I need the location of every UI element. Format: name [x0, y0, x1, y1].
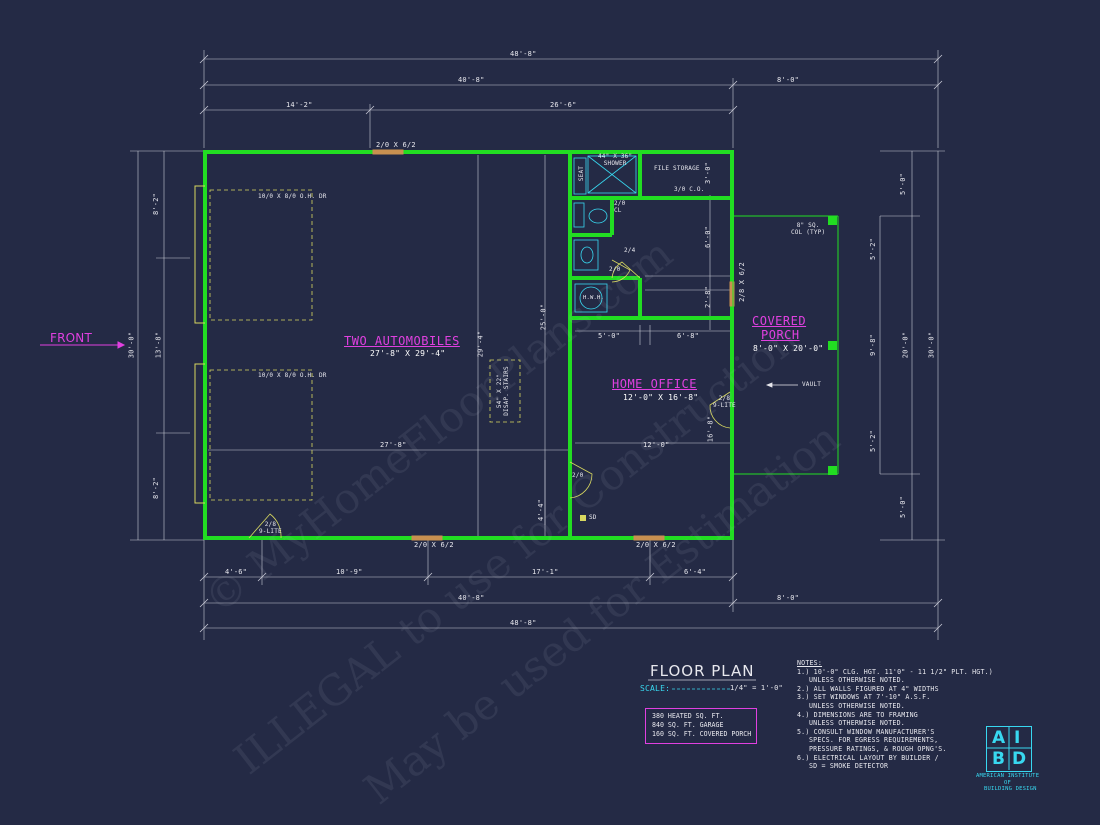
plan-title: FLOOR PLAN [650, 662, 755, 680]
dim-office-a: 5'-0" [598, 332, 621, 340]
aibd-logo: A I B D [986, 726, 1032, 772]
office-room-size: 12'-0" X 16'-8" [623, 393, 699, 402]
garage-room-name: TWO AUTOMOBILES [344, 334, 460, 348]
dim-bot-main: 40'-8" [458, 594, 485, 602]
dim-garage-depth-b: 25'-0" [539, 303, 548, 331]
dim-top-overall: 48'-8" [510, 50, 537, 58]
dim-garage-width: 27'-8" [380, 441, 407, 449]
area-summary-box: 380 HEATED SQ. FT. 840 SQ. FT. GARAGE 16… [645, 708, 757, 744]
note-line: 2.) ALL WALLS FIGURED AT 4" WIDTHS [797, 684, 939, 693]
dim-bot-a: 4'-6" [225, 568, 248, 576]
note-line: 1.) 10'-0" CLG. HGT. 11'0" - 11 1/2" PLT… [797, 667, 993, 676]
note-line: SPECS. FOR EGRESS REQUIREMENTS, [809, 736, 939, 745]
door-label-top: 2/0 X 6/2 [376, 141, 416, 149]
dim-left-bot: 8'-2" [152, 476, 161, 500]
note-line: UNLESS OTHERWISE NOTED. [809, 719, 905, 728]
note-line: 5.) CONSULT WINDOW MANUFACTURER'S [797, 727, 935, 736]
dim-right-top: 5'-0" [899, 172, 908, 196]
scale-value: 1/4" = 1'-0" [730, 684, 783, 692]
door-20a-label: 2/0 [609, 266, 621, 273]
hwh-label: H.W.H. [583, 295, 605, 301]
notes-title: NOTES: [797, 659, 823, 667]
stairs-label: 54" X 22" DISAP. STAIRS [495, 366, 510, 416]
porch-room-size: 8'-0" X 20'-0" [753, 344, 824, 353]
logo-letter-i: I [1014, 728, 1021, 748]
dim-porch-a: 5'-2" [869, 237, 878, 261]
shower-label: 44" X 36" SHOWER [598, 153, 633, 167]
note-line: 4.) DIMENSIONS ARE TO FRAMING [797, 710, 918, 719]
dim-left-top: 8'-2" [152, 192, 161, 216]
garage-door-lite-label: 2/8 9-LITE [259, 521, 282, 535]
dim-right-overall: 30'-0" [927, 331, 936, 359]
porch-room-name-1: COVERED [752, 314, 807, 328]
dim-top-porch: 8'-0" [777, 76, 800, 84]
area-porch: 160 SQ. FT. COVERED PORCH [652, 730, 752, 738]
logo-text-2: OF [1004, 780, 1012, 786]
office-door-lite-label: 2/8 9-LITE [713, 395, 736, 409]
note-line: 6.) ELECTRICAL LAYOUT BY BUILDER / [797, 753, 939, 762]
note-line: PRESSURE RATINGS, & ROUGH OPNG'S. [809, 744, 947, 753]
note-line: 3.) SET WINDOWS AT 7'-10" A.S.F. [797, 693, 931, 702]
dim-right-bot: 5'-0" [899, 495, 908, 519]
vault-label: VAULT [802, 381, 822, 388]
notes-block: NOTES: 1.) 10'-0" CLG. HGT. 11'0" - 11 1… [797, 659, 993, 771]
scale-label: SCALE: [640, 684, 671, 693]
door-24-label: 2/4 [624, 247, 636, 254]
seat-label: SEAT [578, 165, 586, 182]
logo-letter-d: D [1012, 749, 1027, 769]
dim-left-mid: 13'-8" [154, 331, 163, 359]
dim-office-c: 12'-0" [643, 441, 670, 449]
dim-office-b: 6'-8" [677, 332, 700, 340]
dim-porch-b: 9'-8" [869, 333, 878, 357]
closet-door-label: 2/0 CL [614, 200, 626, 214]
door-label-side: 2/8 X 6/2 [737, 262, 746, 302]
dim-office-v1: 6'-0" [704, 225, 713, 249]
co-label: 3/0 C.O. [674, 186, 705, 193]
door-20b-label: 2/0 [572, 472, 584, 479]
dim-office-v2: 2'-8" [704, 285, 713, 309]
dim-bot-overall: 48'-8" [510, 619, 537, 627]
dim-bot-porch: 8'-0" [777, 594, 800, 602]
smoke-detector-label: SD [589, 514, 597, 521]
door-label-bottom-2: 2/0 X 6/2 [636, 541, 676, 549]
office-room-name: HOME OFFICE [612, 377, 697, 391]
dim-bot-d: 6'-4" [684, 568, 707, 576]
logo-text-3: BUILDING DESIGN [984, 786, 1037, 792]
note-line: SD = SMOKE DETECTOR [809, 762, 889, 771]
dim-storage-v: 3'-0" [704, 161, 713, 185]
note-line: UNLESS OTHERWISE NOTED. [809, 676, 905, 685]
dim-porch-c: 5'-2" [869, 429, 878, 453]
logo-letter-b: B [992, 749, 1005, 769]
column-label: 8" SQ. COL (TYP) [791, 222, 826, 236]
dim-office-v3: 16'-8" [706, 415, 715, 443]
file-storage-label: FILE STORAGE [654, 165, 700, 172]
dim-top-main: 40'-8" [458, 76, 485, 84]
area-garage: 840 SQ. FT. GARAGE [652, 721, 724, 729]
note-line: UNLESS OTHERWISE NOTED. [809, 701, 905, 710]
garage-room-size: 27'-8" X 29'-4" [370, 349, 446, 358]
dim-top-left: 14'-2" [286, 101, 313, 109]
dim-left-overall: 30'-0" [127, 331, 136, 359]
door-label-bottom-1: 2/0 X 6/2 [414, 541, 454, 549]
dim-top-right: 26'-6" [550, 101, 577, 109]
dim-right-mid: 20'-0" [901, 331, 910, 359]
dim-bot-c: 17'-1" [532, 568, 559, 576]
dim-garage-low: 4'-4" [537, 498, 546, 522]
oh-door-label-2: 10/0 X 8/0 O.H. DR [258, 372, 327, 379]
area-heated: 380 HEATED SQ. FT. [652, 712, 724, 720]
dim-bot-b: 10'-9" [336, 568, 363, 576]
oh-door-label-1: 10/0 X 8/0 O.H. DR [258, 193, 327, 200]
porch-room-name-2: PORCH [761, 328, 800, 342]
front-label: FRONT [50, 331, 92, 345]
dim-garage-depth-a: 29'-4" [476, 330, 485, 358]
logo-text-1: AMERICAN INSTITUTE [976, 773, 1040, 779]
logo-letter-a: A [992, 728, 1006, 748]
